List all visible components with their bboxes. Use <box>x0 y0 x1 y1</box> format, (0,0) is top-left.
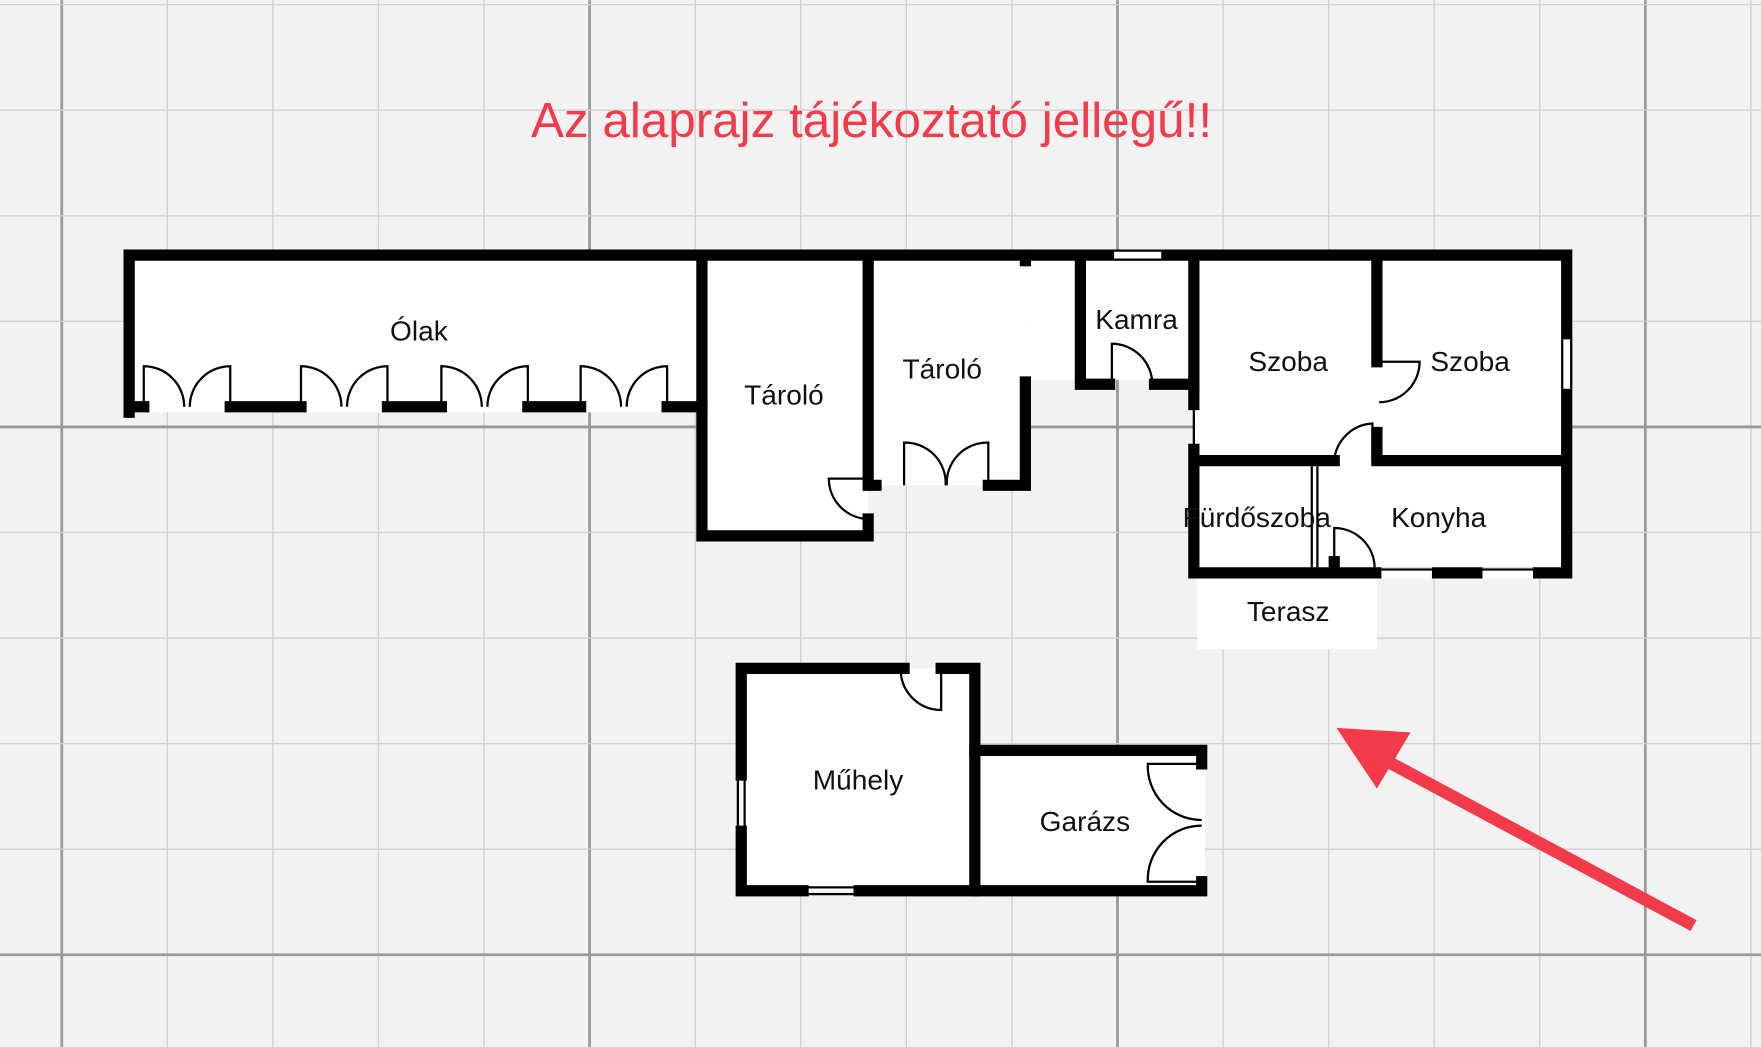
room-label-furdoszoba: Fürdőszoba <box>1183 502 1332 533</box>
walls <box>123 249 1573 897</box>
disclaimer-title: Az alaprajz tájékoztató jellegű!! <box>531 93 1212 148</box>
room-label-kamra: Kamra <box>1095 304 1178 335</box>
room-label-muhely: Műhely <box>813 765 903 796</box>
doors <box>142 342 1421 883</box>
room-label-garazs: Garázs <box>1040 806 1130 837</box>
room-label-tarolo-2: Tároló <box>902 354 982 385</box>
room-label-szoba-1: Szoba <box>1248 346 1328 377</box>
arrow-icon <box>1336 727 1697 932</box>
room-label-szoba-2: Szoba <box>1430 346 1510 377</box>
room-label-konyha: Konyha <box>1391 502 1487 533</box>
room-label-tarolo-1: Tároló <box>744 379 824 410</box>
room-label-olak: Ólak <box>390 315 449 346</box>
room-label-terasz: Terasz <box>1247 596 1330 627</box>
room-fills <box>129 255 1567 891</box>
